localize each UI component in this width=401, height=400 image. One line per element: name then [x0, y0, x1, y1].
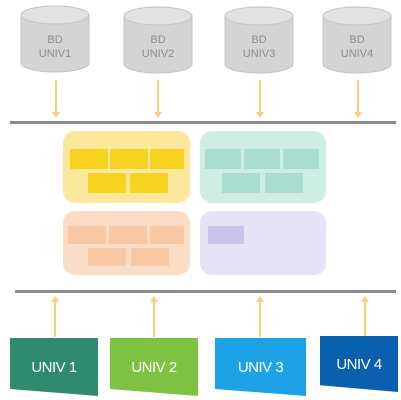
arrow-down-icon — [354, 112, 362, 118]
database-label-line2: UNIV2 — [141, 48, 175, 60]
arrow-down-icon — [256, 112, 264, 118]
arrow-source1-to-bus — [54, 301, 56, 337]
panel-orange — [63, 211, 190, 275]
database-label-line1: BD — [47, 34, 63, 46]
top-bus-line — [10, 121, 396, 124]
brick — [130, 173, 168, 193]
arrow-db1-to-bus — [55, 80, 57, 114]
database-label-line2: UNIV3 — [242, 48, 276, 60]
arrow-up-icon — [361, 296, 369, 302]
panel-yellow — [63, 131, 190, 203]
arrow-source2-to-bus — [153, 301, 155, 337]
arrow-down-icon — [154, 112, 162, 118]
brick — [205, 149, 241, 169]
source-label: UNIV 4 — [336, 355, 382, 373]
brick — [208, 226, 244, 244]
source-document-univ1: UNIV 1 — [10, 338, 98, 396]
source-document-univ4: UNIV 4 — [320, 336, 398, 392]
database-label-line1: BD — [251, 34, 267, 46]
brick — [150, 226, 184, 244]
source-label: UNIV 1 — [31, 358, 77, 376]
panel-teal — [200, 131, 326, 203]
brick — [131, 248, 169, 266]
arrow-up-icon — [256, 296, 264, 302]
bottom-bus-line — [15, 290, 396, 293]
brick — [88, 248, 126, 266]
brick — [109, 226, 147, 244]
arrow-db4-to-bus — [357, 80, 359, 114]
brick — [244, 149, 280, 169]
database-cylinder-icon — [224, 6, 294, 74]
brick — [222, 173, 260, 193]
source-document-univ2: UNIV 2 — [110, 338, 198, 396]
database-label-line1: BD — [349, 34, 365, 46]
arrow-source3-to-bus — [259, 301, 261, 337]
database-label-line2: UNIV1 — [38, 48, 72, 60]
arrow-source4-to-bus — [364, 301, 366, 337]
arrow-db2-to-bus — [157, 80, 159, 114]
database-label-line1: BD — [150, 34, 166, 46]
brick — [283, 149, 319, 169]
brick — [110, 149, 148, 169]
arrow-up-icon — [150, 296, 158, 302]
source-document-univ3: UNIV 3 — [215, 338, 306, 396]
database-cylinder-icon — [322, 6, 392, 74]
arrow-db3-to-bus — [259, 80, 261, 114]
source-label: UNIV 2 — [131, 358, 177, 376]
brick — [265, 173, 303, 193]
database-label-line2: UNIV4 — [340, 48, 374, 60]
database-cylinder-icon — [20, 5, 90, 73]
panel-lavender — [200, 211, 326, 275]
brick — [70, 149, 108, 169]
source-label: UNIV 3 — [237, 358, 284, 376]
arrow-down-icon — [52, 112, 60, 118]
brick — [150, 149, 184, 169]
database-cylinder-icon — [123, 6, 193, 74]
arrow-up-icon — [51, 296, 59, 302]
brick — [88, 173, 126, 193]
brick — [68, 226, 106, 244]
